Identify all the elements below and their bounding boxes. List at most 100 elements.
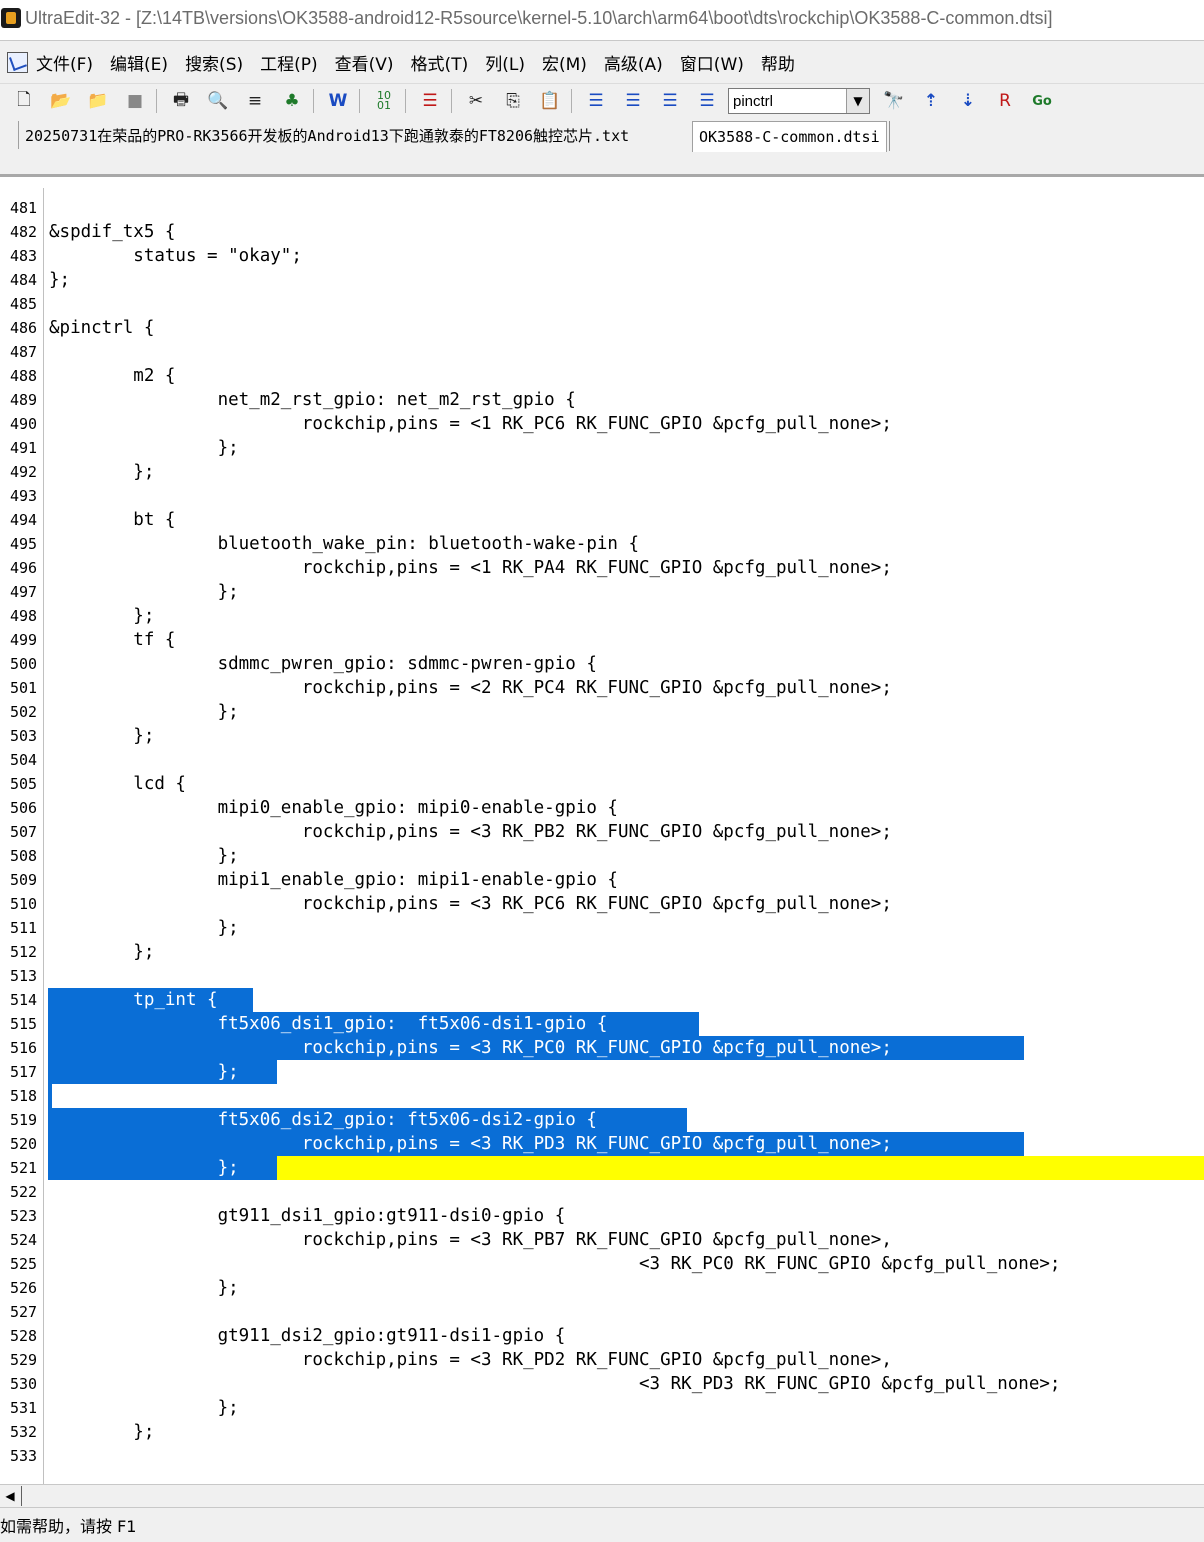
code-text[interactable]: }; xyxy=(49,1062,239,1082)
open-file-icon[interactable]: 📂 xyxy=(50,91,72,111)
code-text[interactable]: rockchip,pins = <1 RK_PC6 RK_FUNC_GPIO &… xyxy=(49,414,892,434)
line-number: 510 xyxy=(10,895,38,913)
scroll-thumb[interactable] xyxy=(21,1486,22,1506)
menu-file[interactable]: 文件(F) xyxy=(36,54,94,75)
code-text[interactable]: bluetooth_wake_pin: bluetooth-wake-pin { xyxy=(49,534,640,554)
menu-view[interactable]: 查看(V) xyxy=(334,54,394,75)
document-icon[interactable] xyxy=(6,51,28,73)
horizontal-scrollbar[interactable]: ◀ xyxy=(0,1484,1204,1508)
align-center-icon[interactable]: ☰ xyxy=(625,91,641,111)
paste-icon[interactable]: 📋 xyxy=(539,91,561,111)
code-text[interactable]: rockchip,pins = <3 RK_PD3 RK_FUNC_GPIO &… xyxy=(49,1134,892,1154)
code-text[interactable]: }; xyxy=(49,942,155,962)
code-text[interactable]: rockchip,pins = <2 RK_PC4 RK_FUNC_GPIO &… xyxy=(49,678,892,698)
ruler-icon[interactable]: ☰ xyxy=(422,91,438,111)
code-text[interactable]: mipi0_enable_gpio: mipi0-enable-gpio { xyxy=(49,798,618,818)
format-icon[interactable]: ≡ xyxy=(247,91,263,111)
code-line: 486&pinctrl { xyxy=(0,316,1204,340)
print-preview-icon[interactable]: 🔍 xyxy=(207,91,229,111)
find-prev-icon[interactable]: ⇣ xyxy=(960,91,976,111)
save-icon[interactable]: ■ xyxy=(126,91,144,111)
find-next-icon[interactable]: ⇡ xyxy=(923,91,939,111)
code-text[interactable]: &pinctrl { xyxy=(49,318,155,338)
menu-advanced[interactable]: 高级(A) xyxy=(603,54,663,75)
code-line: 523 gt911_dsi1_gpio:gt911-dsi0-gpio { xyxy=(0,1204,1204,1228)
code-text[interactable]: <3 RK_PD3 RK_FUNC_GPIO &pcfg_pull_none>; xyxy=(49,1374,1061,1394)
code-line: 483 status = "okay"; xyxy=(0,244,1204,268)
code-text[interactable]: rockchip,pins = <3 RK_PB2 RK_FUNC_GPIO &… xyxy=(49,822,892,842)
code-text[interactable]: }; xyxy=(49,1278,239,1298)
close-file-icon[interactable]: 📁 xyxy=(87,91,109,111)
code-text[interactable]: rockchip,pins = <3 RK_PC0 RK_FUNC_GPIO &… xyxy=(49,1038,892,1058)
code-text[interactable]: lcd { xyxy=(49,774,186,794)
code-text[interactable]: gt911_dsi2_gpio:gt911-dsi1-gpio { xyxy=(49,1326,566,1346)
line-number: 511 xyxy=(10,919,38,937)
line-number: 517 xyxy=(10,1063,38,1081)
code-line: 532 }; xyxy=(0,1420,1204,1444)
copy-icon[interactable]: ⎘ xyxy=(506,91,520,111)
cut-icon[interactable]: ✂ xyxy=(468,91,484,111)
menu-search[interactable]: 搜索(S) xyxy=(185,54,244,75)
tree-icon[interactable]: ♣ xyxy=(284,91,300,111)
code-text[interactable]: ft5x06_dsi1_gpio: ft5x06-dsi1-gpio { xyxy=(49,1014,608,1034)
code-text[interactable]: &spdif_tx5 { xyxy=(49,222,176,242)
code-text[interactable]: gt911_dsi1_gpio:gt911-dsi0-gpio { xyxy=(49,1206,566,1226)
code-text[interactable]: }; xyxy=(49,726,155,746)
code-text[interactable]: sdmmc_pwren_gpio: sdmmc-pwren-gpio { xyxy=(49,654,597,674)
code-text[interactable]: }; xyxy=(49,582,239,602)
justify-icon[interactable]: ☰ xyxy=(699,91,715,111)
find-icon[interactable]: 🔭 xyxy=(883,91,905,111)
code-text[interactable]: tp_int { xyxy=(49,990,218,1010)
tab-bar: 20250731在荣品的PRO-RK3566开发板的Android13下跑通敦泰… xyxy=(0,118,1204,177)
code-text[interactable]: }; xyxy=(49,606,155,626)
align-left-icon[interactable]: ☰ xyxy=(588,91,604,111)
code-text[interactable]: rockchip,pins = <3 RK_PB7 RK_FUNC_GPIO &… xyxy=(49,1230,892,1250)
code-text[interactable]: rockchip,pins = <3 RK_PD2 RK_FUNC_GPIO &… xyxy=(49,1350,892,1370)
goto-icon[interactable]: Go xyxy=(1032,93,1052,109)
new-file-icon[interactable]: 🗋 xyxy=(17,89,31,110)
code-text[interactable]: m2 { xyxy=(49,366,176,386)
code-text[interactable]: bt { xyxy=(49,510,176,530)
line-number: 518 xyxy=(10,1087,38,1105)
code-text[interactable]: mipi1_enable_gpio: mipi1-enable-gpio { xyxy=(49,870,618,890)
code-text[interactable]: rockchip,pins = <1 RK_PA4 RK_FUNC_GPIO &… xyxy=(49,558,892,578)
tab-dtsi-file[interactable]: OK3588-C-common.dtsi xyxy=(692,121,887,152)
code-text[interactable]: }; xyxy=(49,462,155,482)
menu-project[interactable]: 工程(P) xyxy=(260,54,318,75)
menu-macro[interactable]: 宏(M) xyxy=(541,54,587,75)
chevron-down-icon[interactable]: ▼ xyxy=(846,89,869,113)
code-text[interactable]: <3 RK_PC0 RK_FUNC_GPIO &pcfg_pull_none>; xyxy=(49,1254,1061,1274)
search-combo[interactable]: pinctrl ▼ xyxy=(728,88,870,114)
code-text[interactable]: }; xyxy=(49,702,239,722)
code-text[interactable]: rockchip,pins = <3 RK_PC6 RK_FUNC_GPIO &… xyxy=(49,894,892,914)
menu-edit[interactable]: 编辑(E) xyxy=(110,54,169,75)
menu-format[interactable]: 格式(T) xyxy=(410,54,469,75)
code-text[interactable]: }; xyxy=(49,1422,155,1442)
code-line: 528 gt911_dsi2_gpio:gt911-dsi1-gpio { xyxy=(0,1324,1204,1348)
code-text[interactable]: }; xyxy=(49,846,239,866)
align-right-icon[interactable]: ☰ xyxy=(662,91,678,111)
menu-window[interactable]: 窗口(W) xyxy=(679,54,744,75)
code-text[interactable]: net_m2_rst_gpio: net_m2_rst_gpio { xyxy=(49,390,576,410)
code-text[interactable]: }; xyxy=(49,438,239,458)
code-text[interactable]: ft5x06_dsi2_gpio: ft5x06-dsi2-gpio { xyxy=(49,1110,597,1130)
menu-help[interactable]: 帮助 xyxy=(760,54,795,75)
word-wrap-icon[interactable]: W xyxy=(328,91,348,111)
code-line: 492 }; xyxy=(0,460,1204,484)
code-text[interactable]: }; xyxy=(49,1158,239,1178)
tab-txt-file[interactable]: 20250731在荣品的PRO-RK3566开发板的Android13下跑通敦泰… xyxy=(18,121,636,149)
code-text[interactable]: tf { xyxy=(49,630,176,650)
code-line: 501 rockchip,pins = <2 RK_PC4 RK_FUNC_GP… xyxy=(0,676,1204,700)
menu-column[interactable]: 列(L) xyxy=(485,54,525,75)
code-text[interactable]: }; xyxy=(49,918,239,938)
code-text[interactable]: }; xyxy=(49,270,71,290)
scroll-left-icon[interactable]: ◀ xyxy=(5,1489,15,1503)
code-text[interactable]: }; xyxy=(49,1398,239,1418)
search-combo-value[interactable]: pinctrl xyxy=(733,92,774,110)
code-text[interactable]: status = "okay"; xyxy=(49,246,302,266)
code-line: 525 <3 RK_PC0 RK_FUNC_GPIO &pcfg_pull_no… xyxy=(0,1252,1204,1276)
replace-icon[interactable]: R xyxy=(999,91,1011,111)
print-icon[interactable]: 🖶 xyxy=(172,89,190,110)
